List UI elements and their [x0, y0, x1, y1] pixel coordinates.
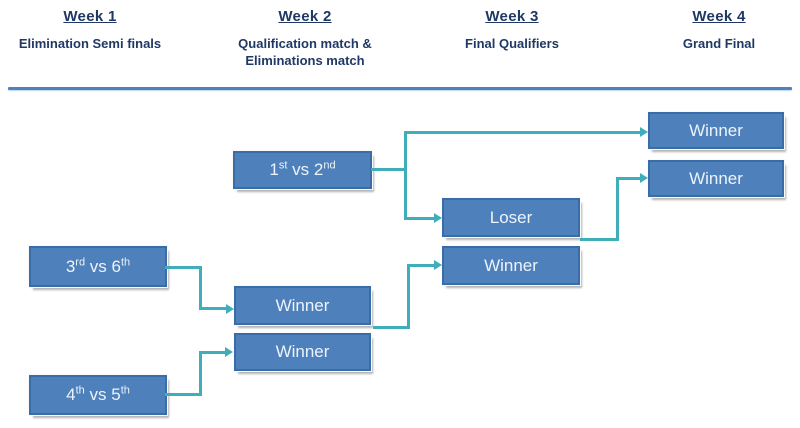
connector-week3-up [616, 177, 619, 241]
header-column-week2: Week 2 Qualification match & Elimination… [205, 8, 405, 69]
arrowhead-to-week2-winner-bottom [225, 347, 233, 357]
arrowhead-to-week3-winner [434, 260, 442, 270]
arrowhead-to-week2-winner-top [226, 304, 234, 314]
connector-1v2-split [404, 131, 407, 220]
arrowhead-to-week4-winner-top [640, 127, 648, 137]
connector-week3-out [580, 238, 619, 241]
week3-winner-label: Winner [484, 255, 538, 275]
header-column-week3: Week 3 Final Qualifiers [412, 8, 612, 52]
week4-subtitle: Grand Final [682, 36, 756, 51]
week2-subtitle: Qualification match & Eliminations match [238, 36, 372, 68]
match-3rd-vs-6th-box: 3rd vs 6th [29, 246, 167, 287]
week3-winner-box: Winner [442, 246, 580, 285]
week2-title: Week 2 [278, 8, 332, 25]
connector-4v5-up [199, 351, 202, 396]
week3-loser-box: Loser [442, 198, 580, 237]
week4-winner-top-box: Winner [648, 112, 784, 149]
connector-week2-out [373, 326, 410, 329]
week3-subtitle: Final Qualifiers [465, 36, 559, 51]
connector-1v2-out [371, 168, 406, 171]
week4-winner-bottom-label: Winner [689, 168, 743, 188]
header-divider-line [8, 87, 792, 90]
week2-winner-top-label: Winner [275, 295, 330, 315]
connector-1v2-to-loser [404, 217, 436, 220]
match-1st-vs-2nd-box: 1st vs 2nd [233, 151, 372, 189]
match-3rd-vs-6th-label: 3rd vs 6th [65, 255, 131, 276]
week1-subtitle: Elimination Semi finals [18, 36, 162, 51]
connector-week2-in [407, 264, 436, 267]
connector-3v6-in [199, 307, 228, 310]
connector-3v6-out [165, 266, 202, 269]
connector-week2-up [407, 264, 410, 329]
week2-winner-bottom-label: Winner [275, 342, 330, 361]
connector-3v6-down [199, 266, 202, 310]
week3-loser-label: Loser [489, 207, 533, 227]
week4-winner-bottom-box: Winner [648, 160, 784, 197]
header-column-week1: Week 1 Elimination Semi finals [0, 8, 180, 52]
connector-1v2-to-grandfinal [404, 131, 642, 134]
match-4th-vs-5th-box: 4th vs 5th [29, 375, 167, 415]
connector-week3-to-grandfinal [616, 177, 642, 180]
header-column-week4: Week 4 Grand Final [619, 8, 800, 52]
match-1st-vs-2nd-label: 1st vs 2nd [269, 159, 336, 179]
week1-title: Week 1 [63, 8, 117, 25]
week2-winner-top-box: Winner [234, 286, 371, 325]
week2-winner-bottom-box: Winner [234, 333, 371, 371]
arrowhead-to-week4-winner-bottom [640, 173, 648, 183]
connector-4v5-out [165, 393, 202, 396]
week4-title: Week 4 [692, 8, 746, 25]
match-4th-vs-5th-label: 4th vs 5th [66, 384, 130, 404]
arrowhead-to-week3-loser [434, 213, 442, 223]
week3-title: Week 3 [485, 8, 539, 25]
week4-winner-top-label: Winner [689, 120, 743, 140]
connector-4v5-in [199, 351, 227, 354]
